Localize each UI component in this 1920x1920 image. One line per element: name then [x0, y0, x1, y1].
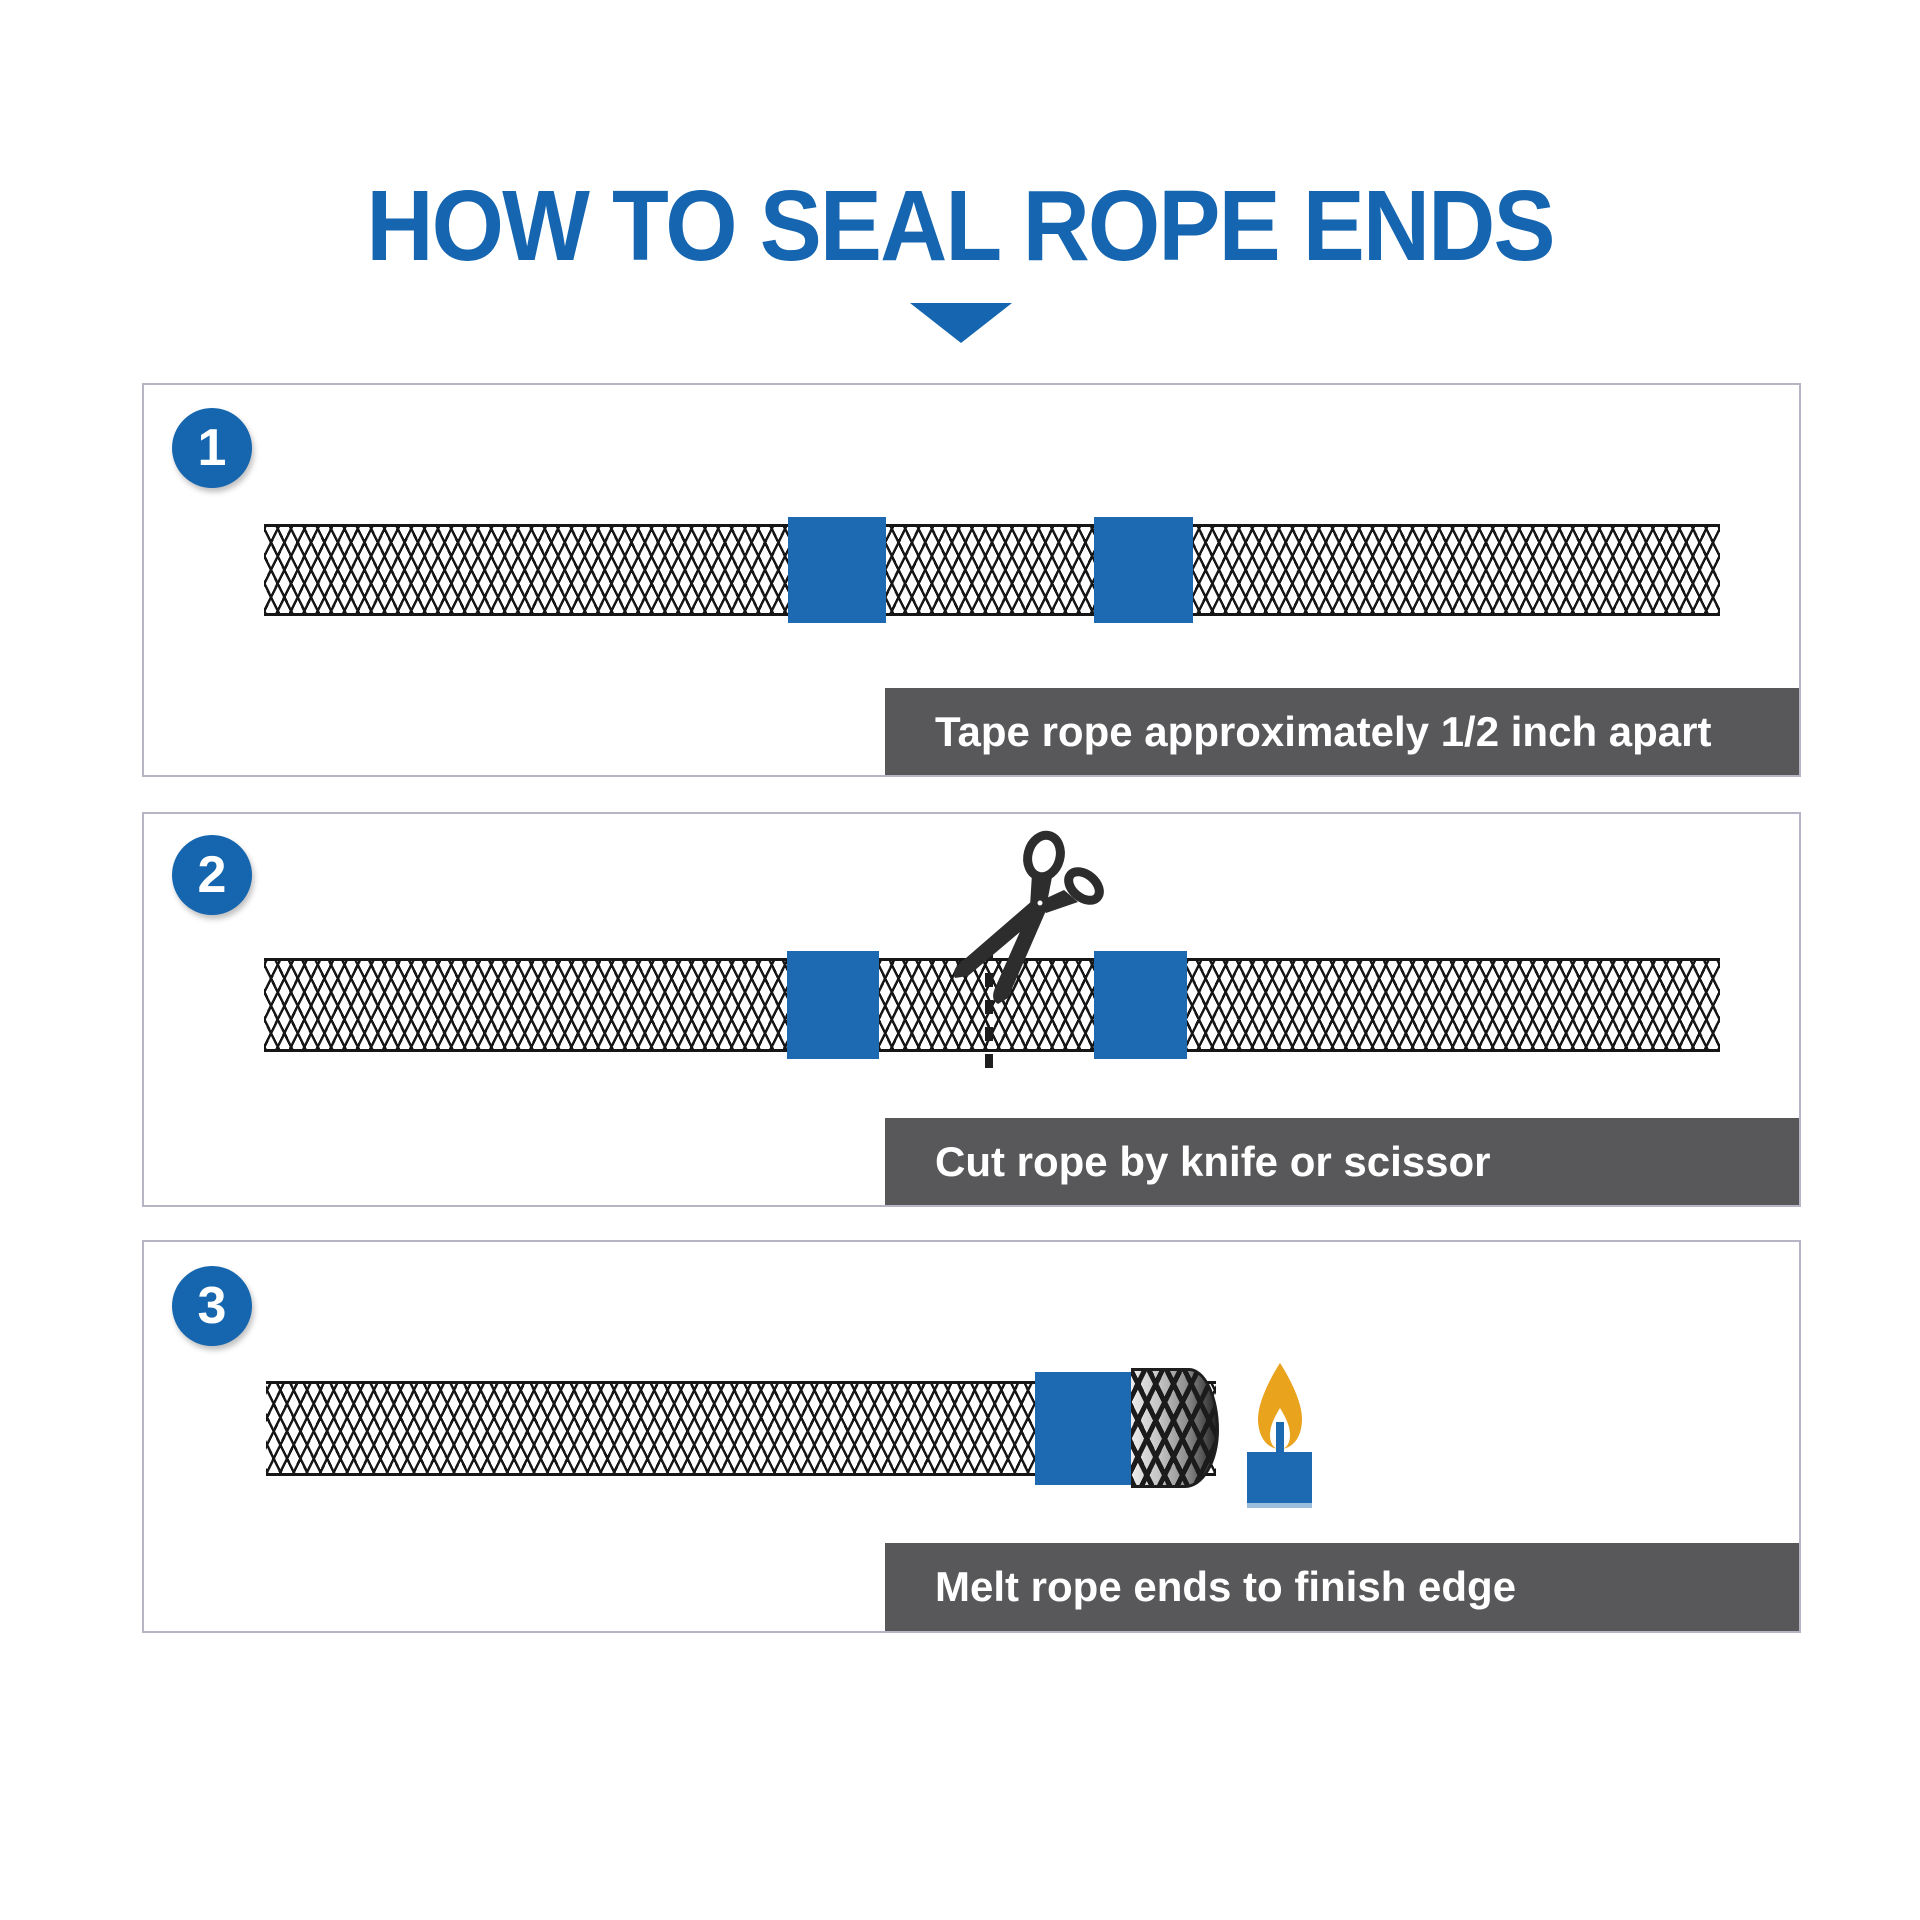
cut-line [985, 946, 993, 1074]
flame-icon [1258, 1363, 1302, 1454]
caption-text: Melt rope ends to finish edge [935, 1563, 1517, 1610]
tape-band [787, 951, 879, 1059]
caption-bar: Melt rope ends to finish edge [885, 1543, 1799, 1631]
step-panel-2: 2 Cut rope by knife or scissor [142, 812, 1801, 1207]
caption-text: Tape rope approximately 1/2 inch apart [935, 707, 1712, 755]
caption-bar: Tape rope approximately 1/2 inch apart [885, 688, 1799, 775]
tape-band [788, 517, 886, 623]
melted-rope-end [1131, 1368, 1219, 1488]
step-number-badge: 1 [172, 408, 252, 488]
caption-bar: Cut rope by knife or scissor [885, 1118, 1799, 1205]
scissors-icon [953, 830, 1104, 1004]
caption-text: Cut rope by knife or scissor [935, 1137, 1491, 1185]
down-arrow-icon [910, 303, 1012, 343]
step-panel-3: 3 Melt rope ends to finish edge [142, 1240, 1801, 1633]
step-number-badge: 3 [172, 1266, 252, 1346]
tape-band [1094, 951, 1187, 1059]
lighter-icon [1247, 1452, 1312, 1508]
tape-band [1094, 517, 1193, 623]
page-title: HOW TO SEAL ROPE ENDS [366, 170, 1555, 282]
rope-graphic [264, 524, 1720, 616]
lighter-flame-icon [1247, 1363, 1312, 1508]
step-panel-1: 1 Tape rope approximately 1/2 inch apart [142, 383, 1801, 777]
step-number-badge: 2 [172, 835, 252, 915]
tape-band [1035, 1372, 1133, 1485]
